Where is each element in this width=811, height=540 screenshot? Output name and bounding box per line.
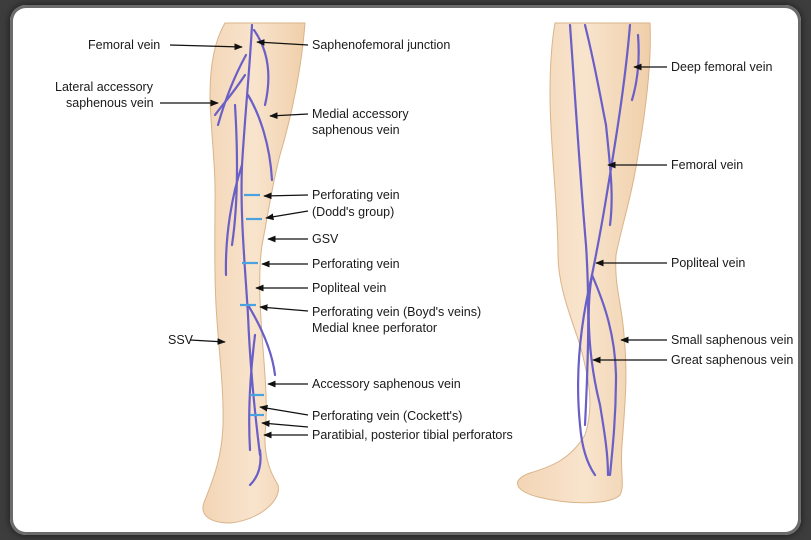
label-accessory-saphenous: Accessory saphenous vein <box>312 377 461 391</box>
label-deep-femoral-vein: Deep femoral vein <box>671 60 772 74</box>
arrow-perforating-dodd-b <box>266 211 308 218</box>
label-paratibial: Paratibial, posterior tibial perforators <box>312 428 513 442</box>
label-medial-accessory-2: saphenous vein <box>312 123 400 137</box>
label-femoral-vein-left: Femoral vein <box>88 38 160 52</box>
label-femoral-vein-right: Femoral vein <box>671 158 743 172</box>
label-ssv: SSV <box>168 333 194 347</box>
label-medial-accessory-1: Medial accessory <box>312 107 409 121</box>
label-perforating-dodd-1: Perforating vein <box>312 188 400 202</box>
arrow-perforating-cockett <box>260 407 308 415</box>
label-perforating-dodd-2: (Dodd's group) <box>312 205 394 219</box>
label-lateral-accessory-1: Lateral accessory <box>55 80 154 94</box>
label-gsv: GSV <box>312 232 339 246</box>
left-leg-figure <box>203 23 305 523</box>
label-perforating-boyd: Perforating vein (Boyd's veins) <box>312 305 481 319</box>
label-popliteal-vein-left: Popliteal vein <box>312 281 386 295</box>
venous-anatomy-diagram: Femoral vein Lateral accessory saphenous… <box>10 5 801 535</box>
label-great-saphenous-vein: Great saphenous vein <box>671 353 793 367</box>
label-perforating-cockett: Perforating vein (Cockett's) <box>312 409 462 423</box>
label-lateral-accessory-2: saphenous vein <box>66 96 154 110</box>
arrow-perforating-boyd <box>260 307 308 311</box>
label-perforating-vein: Perforating vein <box>312 257 400 271</box>
arrow-paratibial-a <box>262 423 308 427</box>
diagram-card: Femoral vein Lateral accessory saphenous… <box>10 5 801 535</box>
label-popliteal-vein-right: Popliteal vein <box>671 256 745 270</box>
label-saphenofemoral-junction: Saphenofemoral junction <box>312 38 450 52</box>
left-leg-outline <box>203 23 305 523</box>
label-small-saphenous-vein: Small saphenous vein <box>671 333 793 347</box>
label-medial-knee-perforator: Medial knee perforator <box>312 321 437 335</box>
